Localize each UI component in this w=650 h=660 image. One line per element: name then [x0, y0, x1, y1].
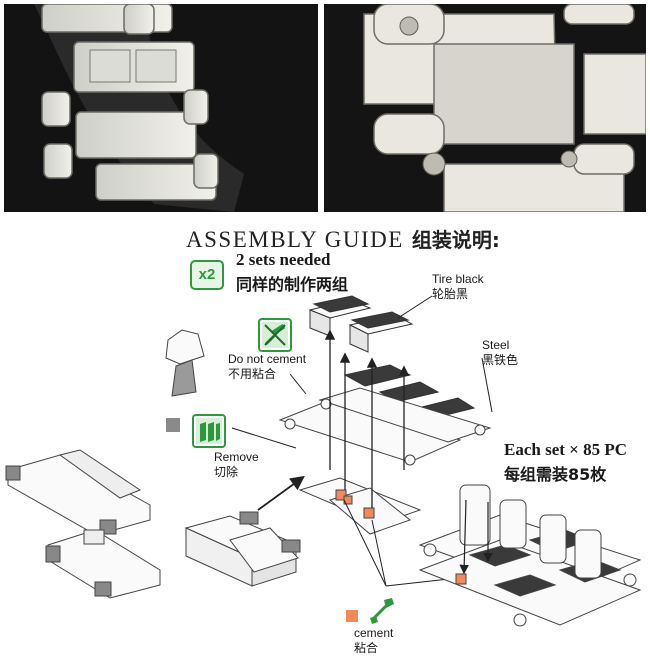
track-photo-left [4, 4, 318, 212]
sets-needed-cn: 同样的制作两组 [236, 275, 349, 294]
remove-label: Remove 切除 [214, 450, 259, 480]
remove-en: Remove [214, 450, 259, 464]
steel-label: Steel 黑铁色 [482, 338, 518, 368]
remove-cn: 切除 [214, 465, 239, 479]
cement-cn: 粘合 [354, 641, 379, 655]
no-cement-en: Do not cement [228, 352, 307, 366]
cement-en: cement [354, 626, 394, 640]
cement-label: cement 粘合 [354, 626, 393, 656]
no-glue-icon [258, 318, 292, 352]
cement-point-swatch [346, 610, 358, 622]
remove-icon [192, 414, 226, 448]
track-photo-right [324, 4, 646, 212]
no-cement-label: Do not cement 不用粘合 [228, 352, 306, 382]
cement-brush-icon [366, 596, 396, 626]
tire-black-en: Tire black [432, 272, 484, 286]
each-set-cn: 每组需装85枚 [504, 465, 607, 484]
sets-needed-en: 2 sets needed [236, 250, 331, 269]
steel-en: Steel [482, 338, 510, 352]
tire-pads-top [308, 295, 476, 431]
steel-link-bars [278, 387, 492, 466]
sprue-tab-part [165, 329, 205, 397]
title-cn: 组装说明: [411, 228, 500, 252]
removed-part-swatch [166, 418, 180, 432]
steel-cn: 黑铁色 [482, 353, 519, 367]
title-en: ASSEMBLY GUIDE [186, 227, 404, 252]
tire-black-cn: 轮胎黑 [432, 287, 469, 301]
each-set-en: Each set × 85 PC [504, 440, 628, 459]
base-links [298, 477, 422, 535]
assembled-track-right [418, 484, 642, 627]
assembly-guide-title: ASSEMBLY GUIDE 组装说明: [186, 224, 500, 253]
tire-black-label: Tire black 轮胎黑 [432, 272, 484, 302]
no-cement-cn: 不用粘合 [228, 367, 277, 381]
left-track-links [5, 449, 161, 599]
multiplier-badge: x2 [190, 260, 224, 290]
middle-tire-blocks [184, 511, 301, 587]
